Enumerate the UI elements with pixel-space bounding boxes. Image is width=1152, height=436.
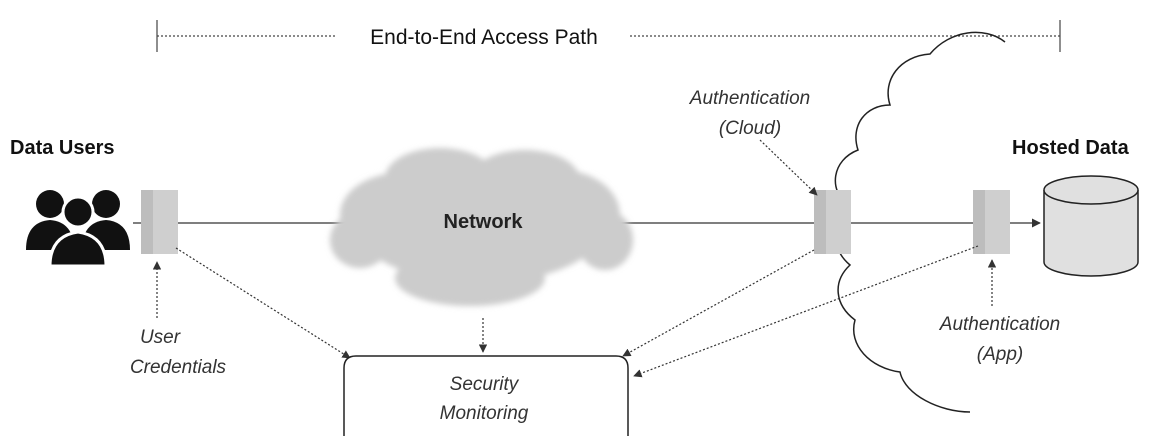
security-monitoring-box <box>343 355 629 436</box>
user-credentials-label-line2: Credentials <box>130 357 227 378</box>
network-cloud-icon <box>330 148 633 306</box>
auth-cloud-label-line2: (Cloud) <box>719 118 781 139</box>
access-path-bracket <box>156 20 1061 52</box>
database-cylinder-icon <box>1043 175 1139 277</box>
security-monitoring-line2: Monitoring <box>440 403 529 424</box>
auth-app-label-line2: (App) <box>977 344 1023 365</box>
security-monitoring-line1: Security <box>450 374 520 395</box>
network-label: Network <box>444 211 524 233</box>
hosted-data-label: Hosted Data <box>1012 137 1130 159</box>
auth-cloud-arrow <box>759 139 818 196</box>
diagram-title: End-to-End Access Path <box>370 26 598 49</box>
auth-cloud-label-line1: Authentication <box>689 88 810 109</box>
gate1-to-monitor-arrow <box>175 247 351 359</box>
users-group-icon <box>26 190 130 268</box>
auth-app-label-line1: Authentication <box>939 314 1060 335</box>
data-users-label: Data Users <box>10 137 115 159</box>
gate3-to-monitor-arrow <box>633 245 979 378</box>
gate2-to-monitor-arrow <box>622 249 815 357</box>
user-credentials-label-line1: User <box>140 327 181 348</box>
